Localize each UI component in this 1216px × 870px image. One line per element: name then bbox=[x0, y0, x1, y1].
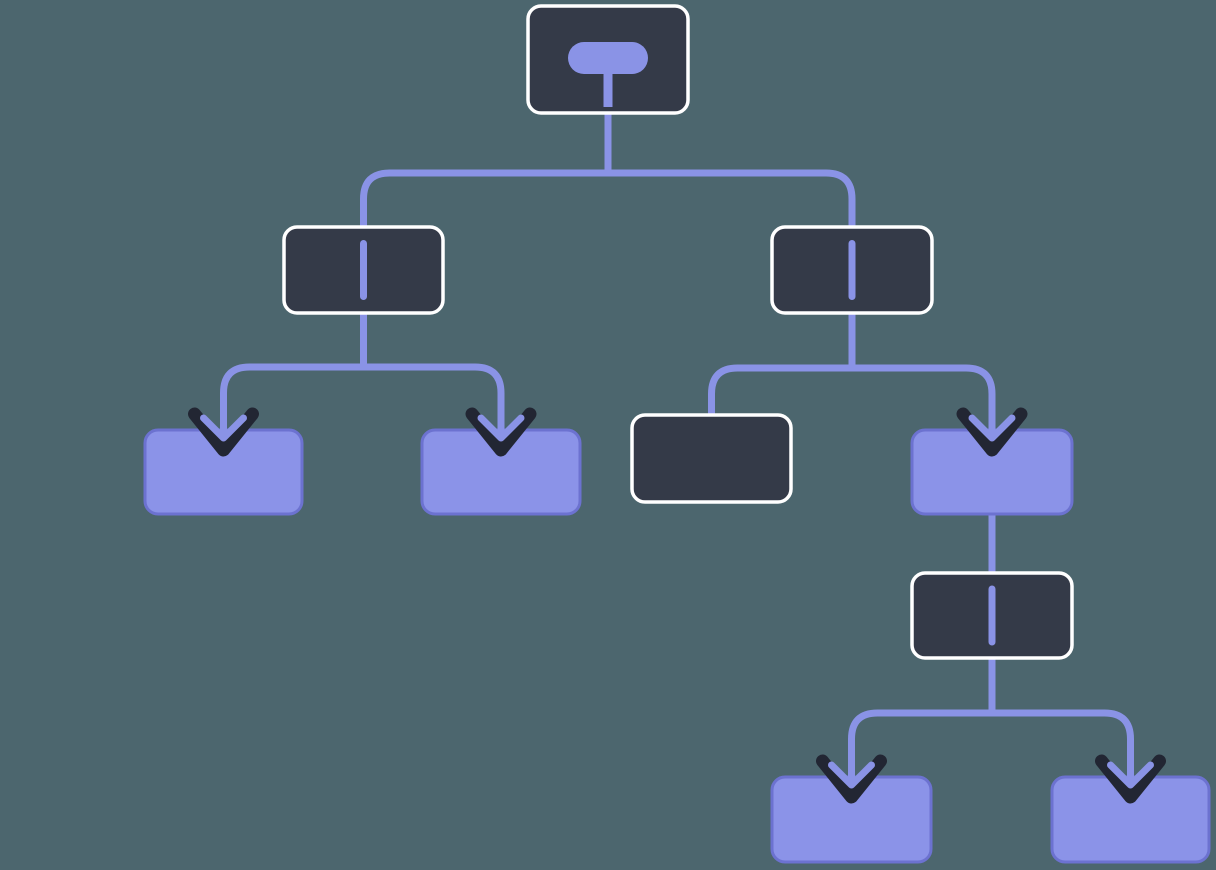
connector-edge bbox=[360, 313, 505, 438]
branch-node-right-group bbox=[770, 225, 934, 315]
plain-dark-node[interactable] bbox=[630, 413, 793, 504]
arrowhead-icon bbox=[200, 414, 247, 442]
connector-edge bbox=[988, 658, 1134, 785]
root-stem bbox=[603, 58, 613, 107]
root-node-group bbox=[526, 4, 690, 115]
connector-edge bbox=[604, 113, 856, 227]
chevron-arrow-icon bbox=[1095, 747, 1166, 804]
connector-edge bbox=[360, 113, 612, 227]
arrowhead-icon bbox=[1107, 761, 1154, 789]
plain-dark-node-group bbox=[630, 413, 793, 504]
connector-edge bbox=[848, 313, 996, 438]
root-pill-icon bbox=[568, 42, 648, 74]
chevron-arrow-icon bbox=[816, 747, 887, 804]
vertical-bar-icon bbox=[988, 585, 996, 646]
branch-node-bottom-group bbox=[910, 571, 1074, 660]
vertical-bar-icon bbox=[360, 240, 367, 300]
chevron-shadow-icon bbox=[816, 754, 887, 804]
diagram-nodes bbox=[143, 4, 1211, 864]
chevron-arrow-icon bbox=[465, 400, 537, 457]
connector-edge bbox=[708, 313, 856, 415]
arrowhead-icon bbox=[968, 414, 1016, 442]
drop-arrows bbox=[188, 400, 1166, 804]
chevron-shadow-icon bbox=[465, 407, 537, 457]
chevron-shadow-icon bbox=[1095, 754, 1166, 804]
vertical-bar-icon bbox=[848, 240, 856, 300]
arrowhead-icon bbox=[828, 761, 875, 789]
chevron-shadow-icon bbox=[956, 407, 1028, 457]
arrowhead-icon bbox=[477, 414, 525, 442]
chevron-shadow-icon bbox=[188, 407, 259, 457]
connector-edges bbox=[220, 113, 1134, 785]
chevron-arrow-icon bbox=[956, 400, 1028, 457]
chevron-arrow-icon bbox=[188, 400, 259, 457]
branch-node-left-group bbox=[282, 225, 445, 315]
